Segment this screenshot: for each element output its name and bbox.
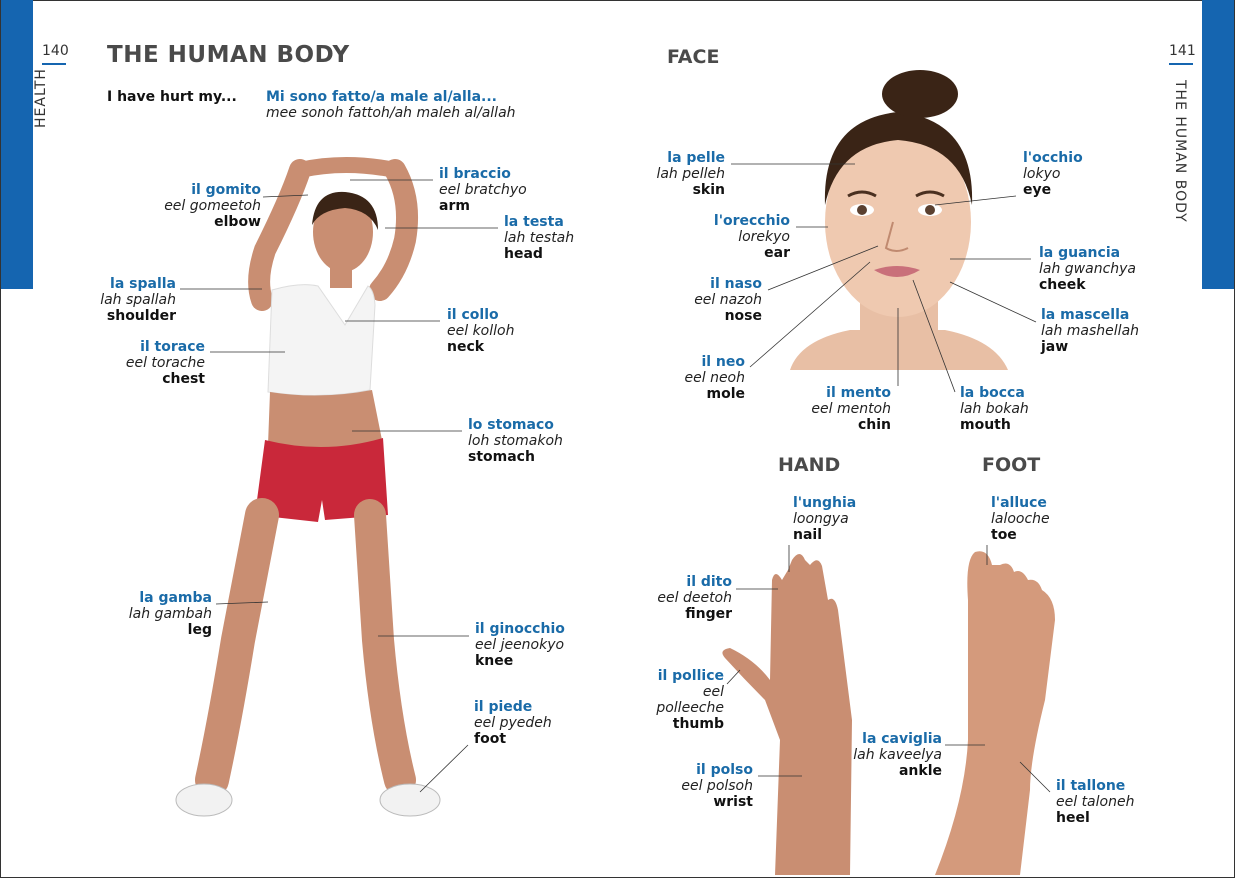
foot-heading: FOOT <box>982 454 1041 476</box>
phrase-italian: Mi sono fatto/a male al/alla... <box>266 89 497 105</box>
main-title: THE HUMAN BODY <box>107 42 350 68</box>
phrase-translation: Mi sono fatto/a male al/alla... mee sono… <box>266 89 516 121</box>
hand-illustration <box>722 554 852 875</box>
left-tab-marker <box>1 0 33 289</box>
right-page-number: 141 <box>1169 43 1196 59</box>
face-heading: FACE <box>667 46 720 68</box>
right-page-rule <box>1169 63 1193 65</box>
leader-lines <box>180 163 1051 793</box>
phrase-english: I have hurt my... <box>107 89 237 105</box>
hand-heading: HAND <box>778 454 841 476</box>
left-page-number: 140 <box>42 43 69 59</box>
face-illustration <box>790 70 1008 370</box>
phrase-pronunciation: mee sonoh fattoh/ah maleh al/allah <box>266 105 516 121</box>
foot-illustration <box>935 551 1055 875</box>
right-tab-marker <box>1202 0 1234 289</box>
woman-figure-illustration <box>175 157 441 817</box>
left-page-rule <box>42 63 66 65</box>
